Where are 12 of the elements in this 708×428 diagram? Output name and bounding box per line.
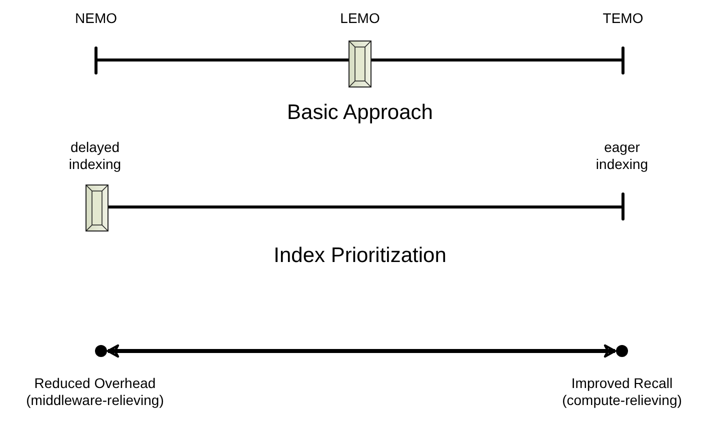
end-caption: Improved Recall (compute-relieving)	[561, 375, 683, 409]
scale-title: Index Prioritization	[274, 243, 446, 268]
end-dot	[615, 344, 629, 358]
end-dot	[94, 344, 108, 358]
scale-end-label: TEMO	[602, 10, 644, 27]
scale-point-label: LEMO	[340, 10, 380, 27]
end-caption: Reduced Overhead (middleware-relieving)	[25, 375, 165, 409]
scale-title: Basic Approach	[287, 100, 433, 126]
scale-end-label: NEMO	[75, 10, 117, 27]
scale-end-label: delayed indexing	[68, 139, 122, 173]
scale-end-label: eager indexing	[594, 139, 650, 173]
double-arrow	[106, 344, 616, 358]
